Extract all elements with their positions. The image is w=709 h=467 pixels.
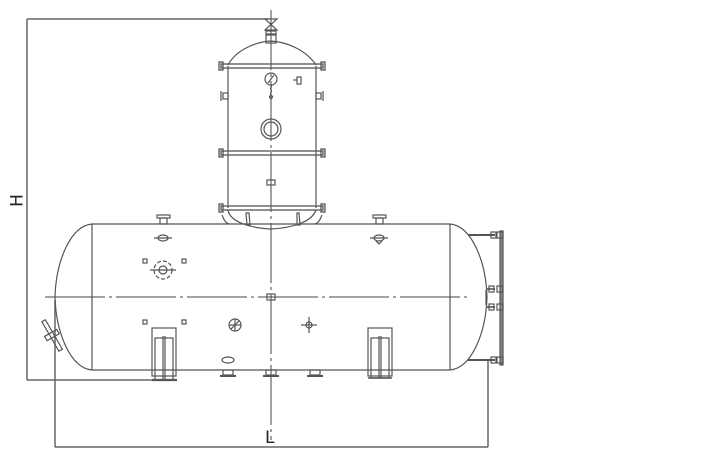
dimension-l [54,300,489,448]
drain-nozzle-1 [220,369,236,377]
dome-flange-bottom [218,203,326,213]
dome-flange-middle [218,148,326,158]
thermometer-fitting-icon [293,76,302,85]
vent-valve-icon [263,18,279,44]
height-dimension-label: H [7,194,28,207]
shell-top-nozzle-right [372,214,387,225]
left-head-angled-nozzle [41,318,64,353]
dome-side-nozzle-left [220,91,229,101]
dimension-h [26,18,268,381]
bottom-oval-port-icon [221,356,235,364]
drain-nozzle-2 [263,369,279,377]
dome-manway-icon [260,118,282,140]
length-dimension-label: L [265,428,275,448]
saddle-right [367,327,393,379]
dome-flange-top [218,61,326,71]
crosshair-port-icon [301,317,317,333]
dome-sight-port-icon [266,179,276,186]
pressure-gauge-icon [264,72,278,100]
dome-column [218,40,326,230]
drain-nozzle-3 [307,369,323,377]
shell-top-nozzle-left [156,214,171,225]
shell-port-right-icon [370,234,388,245]
center-sight-icon [266,293,276,301]
upper-instrument-cluster [142,258,187,280]
dome-side-nozzle-right [315,91,324,101]
shell-manway-icon [228,318,242,332]
lower-bolt-marks [142,319,187,325]
shell-port-left-icon [154,234,172,242]
level-gauge [468,230,504,366]
saddle-left [151,327,177,382]
